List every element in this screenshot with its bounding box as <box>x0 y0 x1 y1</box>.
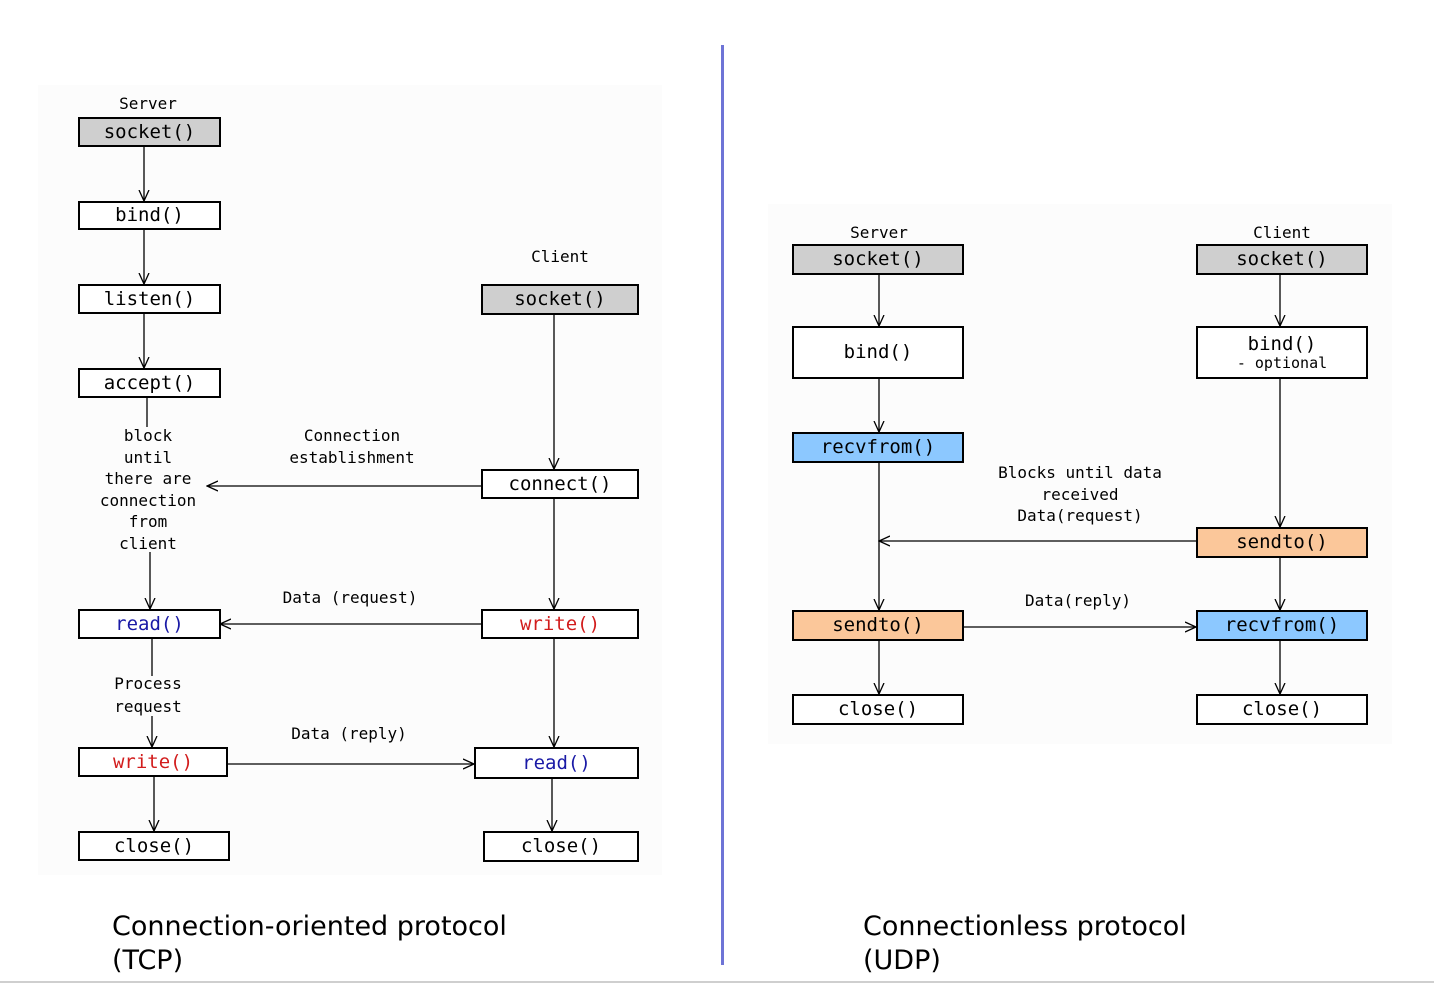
tcp-process-note: Process request <box>114 674 182 716</box>
tcp-server-socket-box: socket() <box>78 117 221 147</box>
udp-server-label: Server <box>850 223 908 242</box>
udp-client-bind-label: bind() <box>1247 332 1317 355</box>
tcp-server-label: Server <box>119 94 177 113</box>
udp-blocks-note: Blocks until data received Data(request) <box>998 463 1162 525</box>
udp-server-sendto-box: sendto() <box>792 610 964 641</box>
udp-server-socket-box: socket() <box>792 244 964 275</box>
tcp-client-close-box: close() <box>483 831 639 862</box>
tcp-server-bind-box: bind() <box>78 201 221 230</box>
tcp-client-write-box: write() <box>481 609 639 639</box>
tcp-caption: Connection-oriented protocol (TCP) <box>112 911 507 976</box>
tcp-client-socket-box: socket() <box>481 284 639 315</box>
udp-server-close-box: close() <box>792 694 964 725</box>
udp-client-recvfrom-box: recvfrom() <box>1196 610 1368 641</box>
udp-client-close-box: close() <box>1196 694 1368 725</box>
udp-caption: Connectionless protocol (UDP) <box>863 911 1187 976</box>
udp-client-bind-optional-note: - optional <box>1236 353 1328 372</box>
section-divider <box>721 45 724 965</box>
udp-server-recvfrom-box: recvfrom() <box>792 432 964 463</box>
tcp-block-note: block until there are connection from cl… <box>99 426 197 553</box>
udp-client-label: Client <box>1253 223 1311 242</box>
tcp-client-label: Client <box>531 247 589 266</box>
tcp-server-accept-box: accept() <box>78 368 221 398</box>
udp-server-bind-box: bind() <box>792 326 964 379</box>
tcp-server-write-box: write() <box>78 747 228 777</box>
tcp-data-reply-label: Data (reply) <box>291 724 407 743</box>
tcp-server-close-box: close() <box>78 831 230 861</box>
tcp-server-listen-box: listen() <box>78 284 221 314</box>
udp-diagram-panel <box>768 204 1392 744</box>
tcp-client-read-box: read() <box>474 747 639 779</box>
tcp-client-connect-box: connect() <box>481 469 639 499</box>
bottom-rule <box>0 981 1434 983</box>
udp-client-sendto-box: sendto() <box>1196 527 1368 558</box>
udp-client-socket-box: socket() <box>1196 244 1368 275</box>
tcp-server-read-box: read() <box>78 609 221 639</box>
udp-data-reply-label: Data(reply) <box>1025 591 1131 610</box>
udp-client-bind-box: bind() - optional <box>1196 326 1368 379</box>
tcp-data-request-label: Data (request) <box>282 588 418 607</box>
tcp-connection-note: Connection establishment <box>289 426 415 467</box>
